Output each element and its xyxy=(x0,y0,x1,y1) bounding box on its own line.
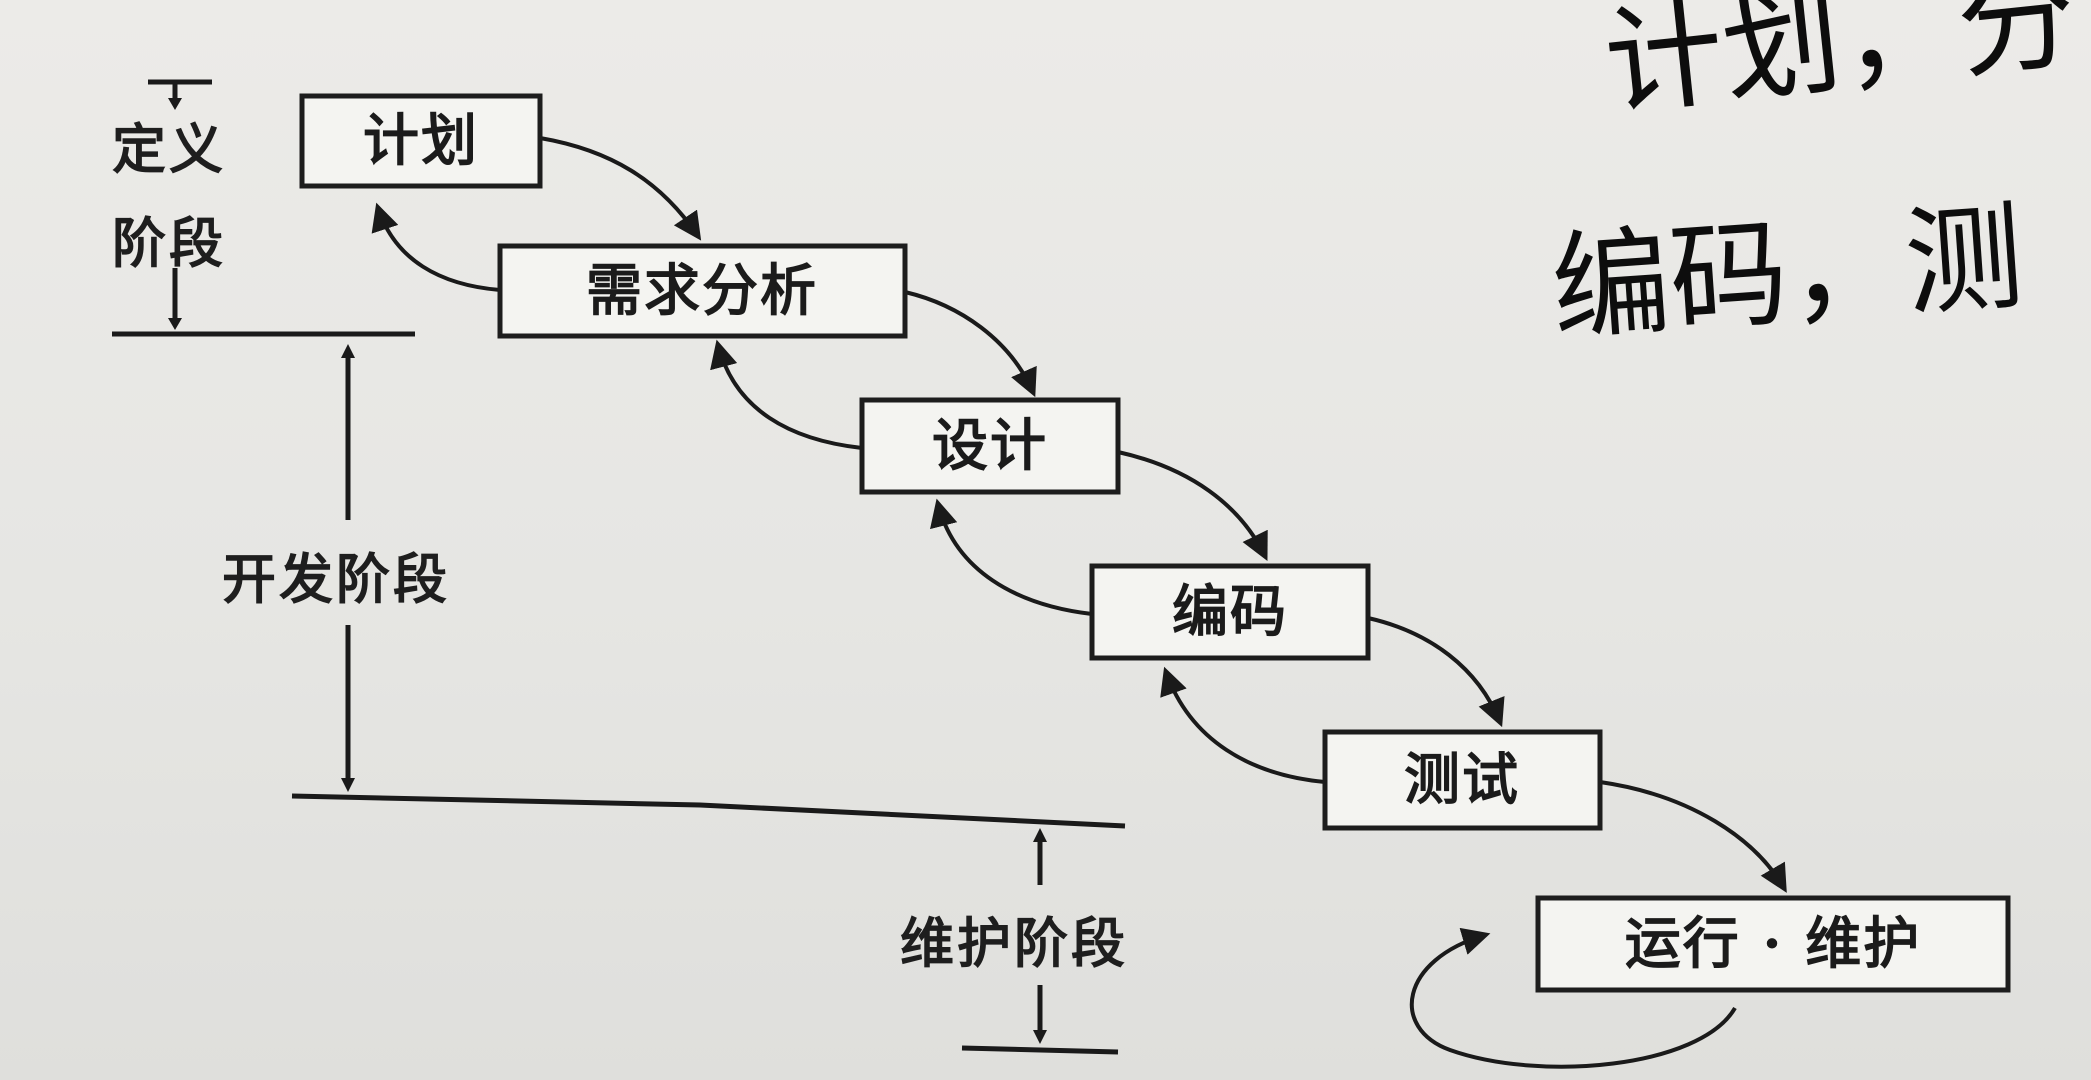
definition-phase-label-line1: 定义 xyxy=(112,117,226,181)
stage-box-requirements: 需求分析 xyxy=(497,243,908,339)
flow-design-to-coding xyxy=(1117,450,1268,562)
stage-label-testing: 测试 xyxy=(1404,747,1520,813)
flow-coding-to-testing xyxy=(1367,616,1505,728)
operation-self-loop-arrow xyxy=(1409,927,1737,1069)
definition-bottom-arrow-icon xyxy=(168,318,182,330)
development-top-arrow-icon xyxy=(341,344,355,358)
maintenance-phase-label: 维护阶段 xyxy=(900,911,1128,975)
maintenance-bottom-arrow-icon xyxy=(1033,1030,1047,1044)
stage-label-coding: 编码 xyxy=(1172,579,1288,645)
stage-box-design: 设计 xyxy=(859,397,1121,495)
development-maintenance-divider xyxy=(291,793,1126,829)
feedback-testing-to-coding xyxy=(1160,666,1326,784)
feedback-design-to-requirements xyxy=(710,339,863,450)
feedback-requirements-to-plan xyxy=(371,202,501,292)
stage-label-operation-maintenance: 运行 · 维护 xyxy=(1625,911,1922,977)
definition-phase-bracket xyxy=(112,79,415,337)
stage-box-plan: 计划 xyxy=(299,93,543,189)
development-phase-label: 开发阶段 xyxy=(222,547,450,611)
maintenance-bottom-cap xyxy=(961,1045,1119,1055)
flow-requirements-to-design xyxy=(904,290,1037,398)
stage-box-coding: 编码 xyxy=(1089,563,1371,661)
handwritten-note-line2: 编码，测 xyxy=(1547,187,2027,358)
stage-label-design: 设计 xyxy=(932,413,1048,479)
stage-label-requirements: 需求分析 xyxy=(586,258,818,324)
feedback-coding-to-design xyxy=(930,498,1093,616)
handwritten-note-line1: 计划，分 xyxy=(1599,0,2083,133)
feedback-flow-arrows xyxy=(371,202,1326,784)
development-bottom-arrow-icon xyxy=(341,778,355,792)
flow-testing-to-operation xyxy=(1599,780,1787,893)
definition-phase-label-line2: 阶段 xyxy=(112,211,226,275)
maintenance-phase-bracket xyxy=(961,828,1119,1055)
stage-box-operation-maintenance: 运行 · 维护 xyxy=(1535,895,2011,993)
maintenance-top-arrow-icon xyxy=(1033,828,1047,842)
stage-label-plan: 计划 xyxy=(363,108,479,174)
forward-flow-arrows xyxy=(539,136,1787,893)
definition-top-arrow-icon xyxy=(168,98,182,110)
stage-box-testing: 测试 xyxy=(1322,729,1603,831)
development-phase-bracket xyxy=(291,344,1126,829)
flow-plan-to-requirements xyxy=(539,136,702,241)
